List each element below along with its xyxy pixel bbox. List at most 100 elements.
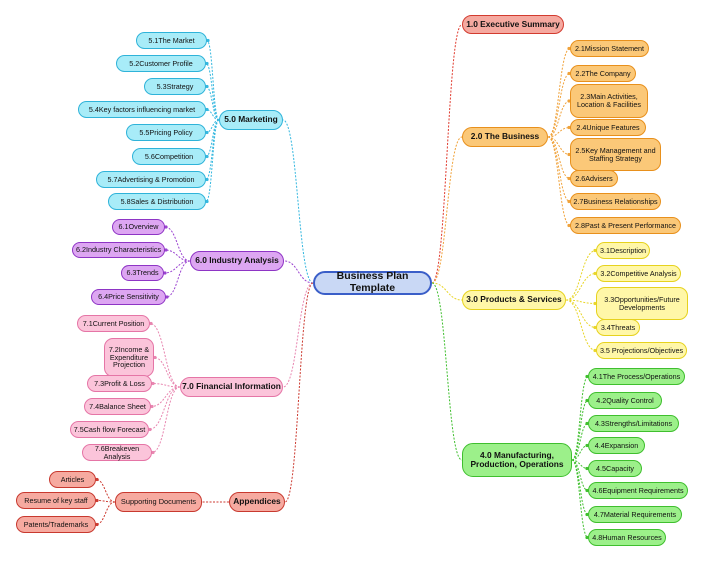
topic-business[interactable]: 2.0 The Business <box>462 127 548 147</box>
connector-exec <box>431 24 463 284</box>
subtopic-industry-2[interactable]: 6.2Industry Characteristics <box>72 242 165 258</box>
connector-financial-1 <box>149 323 181 388</box>
central-topic[interactable]: Business Plan Template <box>313 271 432 295</box>
subtopic-business-4[interactable]: 2.4Unique Features <box>570 119 646 136</box>
topic-manufacturing[interactable]: 4.0 Manufacturing, Production, Operation… <box>462 443 572 477</box>
connector-manufacturing-6 <box>571 459 589 491</box>
subtopic-products-5[interactable]: 3.5 Projections/Objectives <box>596 342 687 359</box>
subtopic-manufacturing-8[interactable]: 4.8Human Resources <box>588 529 666 546</box>
subtopic-industry-3[interactable]: 6.3Trends <box>121 265 164 281</box>
subtopic-appendices-doc-3[interactable]: Patents/Trademarks <box>16 516 96 533</box>
connector-business-2 <box>547 73 571 138</box>
connector-appendices-doc-1 <box>95 479 116 503</box>
connector-marketing-6 <box>205 119 220 157</box>
connector-manufacturing-4 <box>571 445 589 461</box>
topic-exec[interactable]: 1.0 Executive Summary <box>462 15 564 34</box>
connector-products-3 <box>565 299 597 304</box>
subtopic-business-8[interactable]: 2.8Past & Present Performance <box>570 217 681 234</box>
connector-financial <box>282 282 314 388</box>
connector-marketing-5 <box>205 119 220 133</box>
connector-industry-1 <box>164 226 191 262</box>
connector-industry-3 <box>163 260 191 274</box>
connector-appendices-doc-2 <box>95 500 116 503</box>
connector-manufacturing-3 <box>571 423 589 461</box>
subtopic-financial-3[interactable]: 7.3Profit & Loss <box>87 375 152 392</box>
connector-financial-5 <box>148 386 181 430</box>
subtopic-marketing-6[interactable]: 5.6Competition <box>132 148 206 165</box>
topic-products[interactable]: 3.0 Products & Services <box>462 290 566 310</box>
subtopic-manufacturing-7[interactable]: 4.7Material Requirements <box>588 506 682 523</box>
subtopic-manufacturing-4[interactable]: 4.4Expansion <box>588 437 645 454</box>
subtopic-industry-1[interactable]: 6.1Overview <box>112 219 165 235</box>
connector-marketing <box>282 119 314 284</box>
subtopic-marketing-4[interactable]: 5.4Key factors influencing market <box>78 101 206 118</box>
connector-marketing-3 <box>205 86 220 121</box>
subtopic-appendices-doc-2[interactable]: Resume of key staff <box>16 492 96 509</box>
subtopic-business-6[interactable]: 2.6Advisers <box>570 170 618 187</box>
connector-marketing-4 <box>205 109 220 121</box>
connector-manufacturing-2 <box>571 400 589 461</box>
connector-manufacturing-8 <box>571 459 589 538</box>
connector-business-7 <box>547 136 571 202</box>
connector-manufacturing-7 <box>571 459 589 515</box>
subtopic-products-2[interactable]: 3.2Competitive Analysis <box>596 265 681 282</box>
connector-marketing-2 <box>205 63 220 121</box>
connector-business-4 <box>547 127 571 138</box>
subtopic-products-3[interactable]: 3.3Opportunities/Future Developments <box>596 287 688 320</box>
subtopic-industry-4[interactable]: 6.4Price Sensitivity <box>91 289 166 305</box>
connector-products-1 <box>565 250 597 301</box>
subtopic-business-1[interactable]: 2.1Mission Statement <box>570 40 649 57</box>
connector-products-2 <box>565 273 597 301</box>
connector-business-3 <box>547 100 571 138</box>
subtopic-marketing-2[interactable]: 5.2Customer Profile <box>116 55 206 72</box>
topic-appendices[interactable]: Appendices <box>229 492 285 512</box>
subtopic-business-3[interactable]: 2.3Main Activities, Location & Facilitie… <box>570 84 648 118</box>
subtopic-financial-1[interactable]: 7.1Current Position <box>77 315 150 332</box>
connector-marketing-8 <box>205 119 220 202</box>
subtopic-financial-2[interactable]: 7.2Income & Expenditure Projection <box>104 338 154 377</box>
connector-products-5 <box>565 299 597 351</box>
topic-financial[interactable]: 7.0 Financial Information <box>180 377 283 397</box>
connector-industry-4 <box>165 260 191 298</box>
connector-industry-2 <box>164 249 191 262</box>
subtopic-financial-4[interactable]: 7.4Balance Sheet <box>84 398 151 415</box>
subtopic-business-5[interactable]: 2.5Key Management and Staffing Strategy <box>570 138 661 171</box>
subtopic-marketing-7[interactable]: 5.7Advertising & Promotion <box>96 171 206 188</box>
connector-manufacturing-1 <box>571 376 589 461</box>
subtopic-manufacturing-1[interactable]: 4.1The Process/Operations <box>588 368 685 385</box>
connector-business-1 <box>547 48 571 138</box>
connector-financial-4 <box>150 386 181 407</box>
subtopic-business-2[interactable]: 2.2The Company <box>570 65 636 82</box>
subtopic-marketing-1[interactable]: 5.1The Market <box>136 32 207 49</box>
connector-financial-6 <box>151 386 181 453</box>
connector-business-8 <box>547 136 571 226</box>
subtopic-marketing-8[interactable]: 5.8Sales & Distribution <box>108 193 206 210</box>
subtopic-marketing-5[interactable]: 5.5Pricing Policy <box>126 124 206 141</box>
subtopic-business-7[interactable]: 2.7Business Relationships <box>570 193 661 210</box>
topic-industry[interactable]: 6.0 Industry Analysis <box>190 251 284 271</box>
subtopic-manufacturing-2[interactable]: 4.2Quality Control <box>588 392 662 409</box>
subtopic-marketing-3[interactable]: 5.3Strategy <box>144 78 206 95</box>
subtopic-appendices-doc-1[interactable]: Articles <box>49 471 96 488</box>
subtopic-manufacturing-5[interactable]: 4.5Capacity <box>588 460 642 477</box>
subtopic-products-4[interactable]: 3.4Threats <box>596 319 640 336</box>
connector-business <box>431 136 463 284</box>
connector-financial-3 <box>151 383 181 388</box>
connector-appendices-doc-3 <box>95 501 116 525</box>
topic-marketing[interactable]: 5.0 Marketing <box>219 110 283 130</box>
subtopic-financial-6[interactable]: 7.6Breakeven Analysis <box>82 444 152 461</box>
subtopic-products-1[interactable]: 3.1Description <box>596 242 650 259</box>
connector-financial-2 <box>153 357 181 388</box>
connector-business-5 <box>547 136 571 155</box>
connector-marketing-1 <box>206 40 220 121</box>
subtopic-supporting-documents[interactable]: Supporting Documents <box>115 492 202 512</box>
connector-appendices <box>284 282 314 503</box>
connector-manufacturing <box>431 282 463 461</box>
connector-products <box>431 282 463 301</box>
subtopic-financial-5[interactable]: 7.5Cash flow Forecast <box>70 421 149 438</box>
subtopic-manufacturing-6[interactable]: 4.6Equipment Requirements <box>588 482 688 499</box>
connector-products-4 <box>565 299 597 328</box>
connector-marketing-7 <box>205 119 220 180</box>
subtopic-manufacturing-3[interactable]: 4.3Strengths/Limitations <box>588 415 679 432</box>
